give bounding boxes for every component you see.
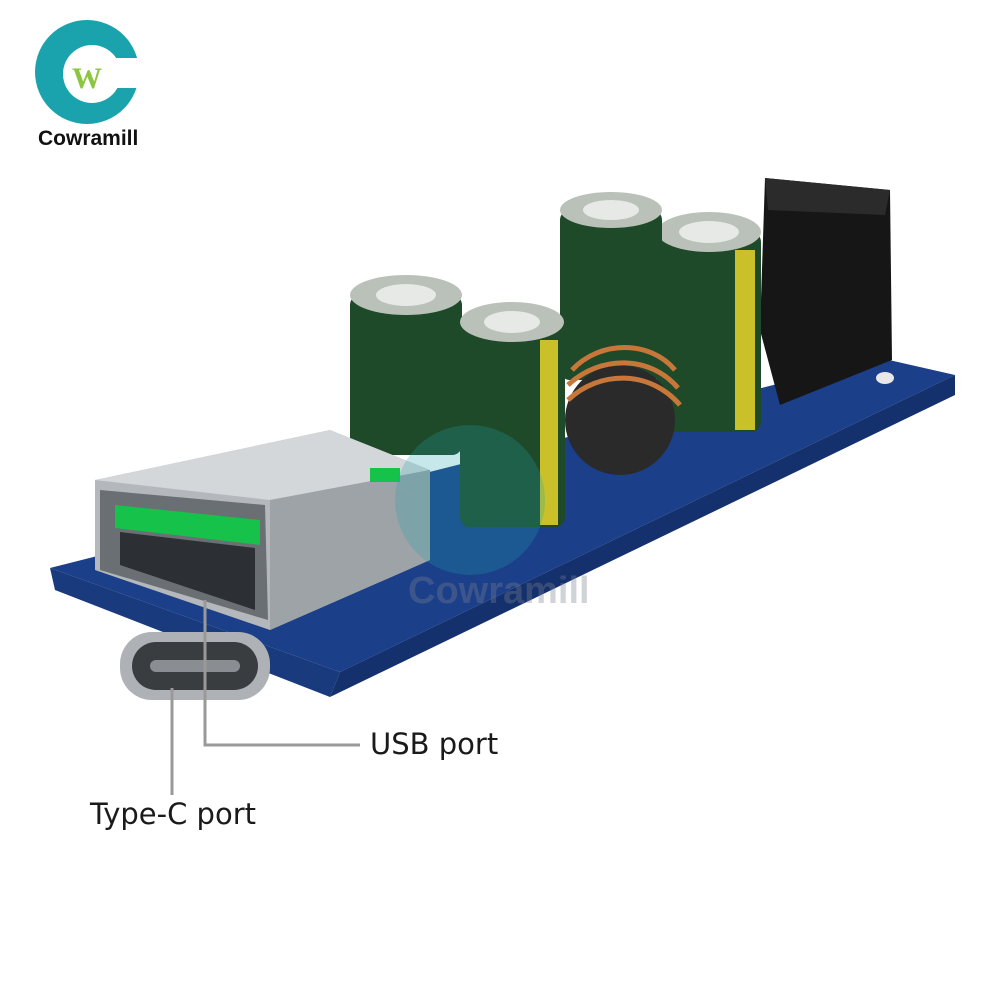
usb-callout-line (203, 600, 360, 747)
brand-name: Cowramill (38, 127, 139, 150)
type-c-connector (120, 632, 270, 700)
watermark-icon (395, 425, 545, 575)
usb-a-connector (95, 430, 430, 630)
capacitor (560, 192, 662, 380)
capacitor (350, 275, 462, 455)
svg-text:W: W (72, 62, 102, 95)
usb-port-label: USB port (370, 727, 499, 761)
capacitor (460, 302, 565, 527)
watermark-text: Cowramill (408, 570, 590, 612)
inductor (565, 345, 682, 475)
capacitor (657, 212, 761, 432)
dc-jack (760, 178, 892, 405)
type-c-port-label: Type-C port (90, 797, 256, 831)
logo-icon: W (35, 20, 150, 124)
